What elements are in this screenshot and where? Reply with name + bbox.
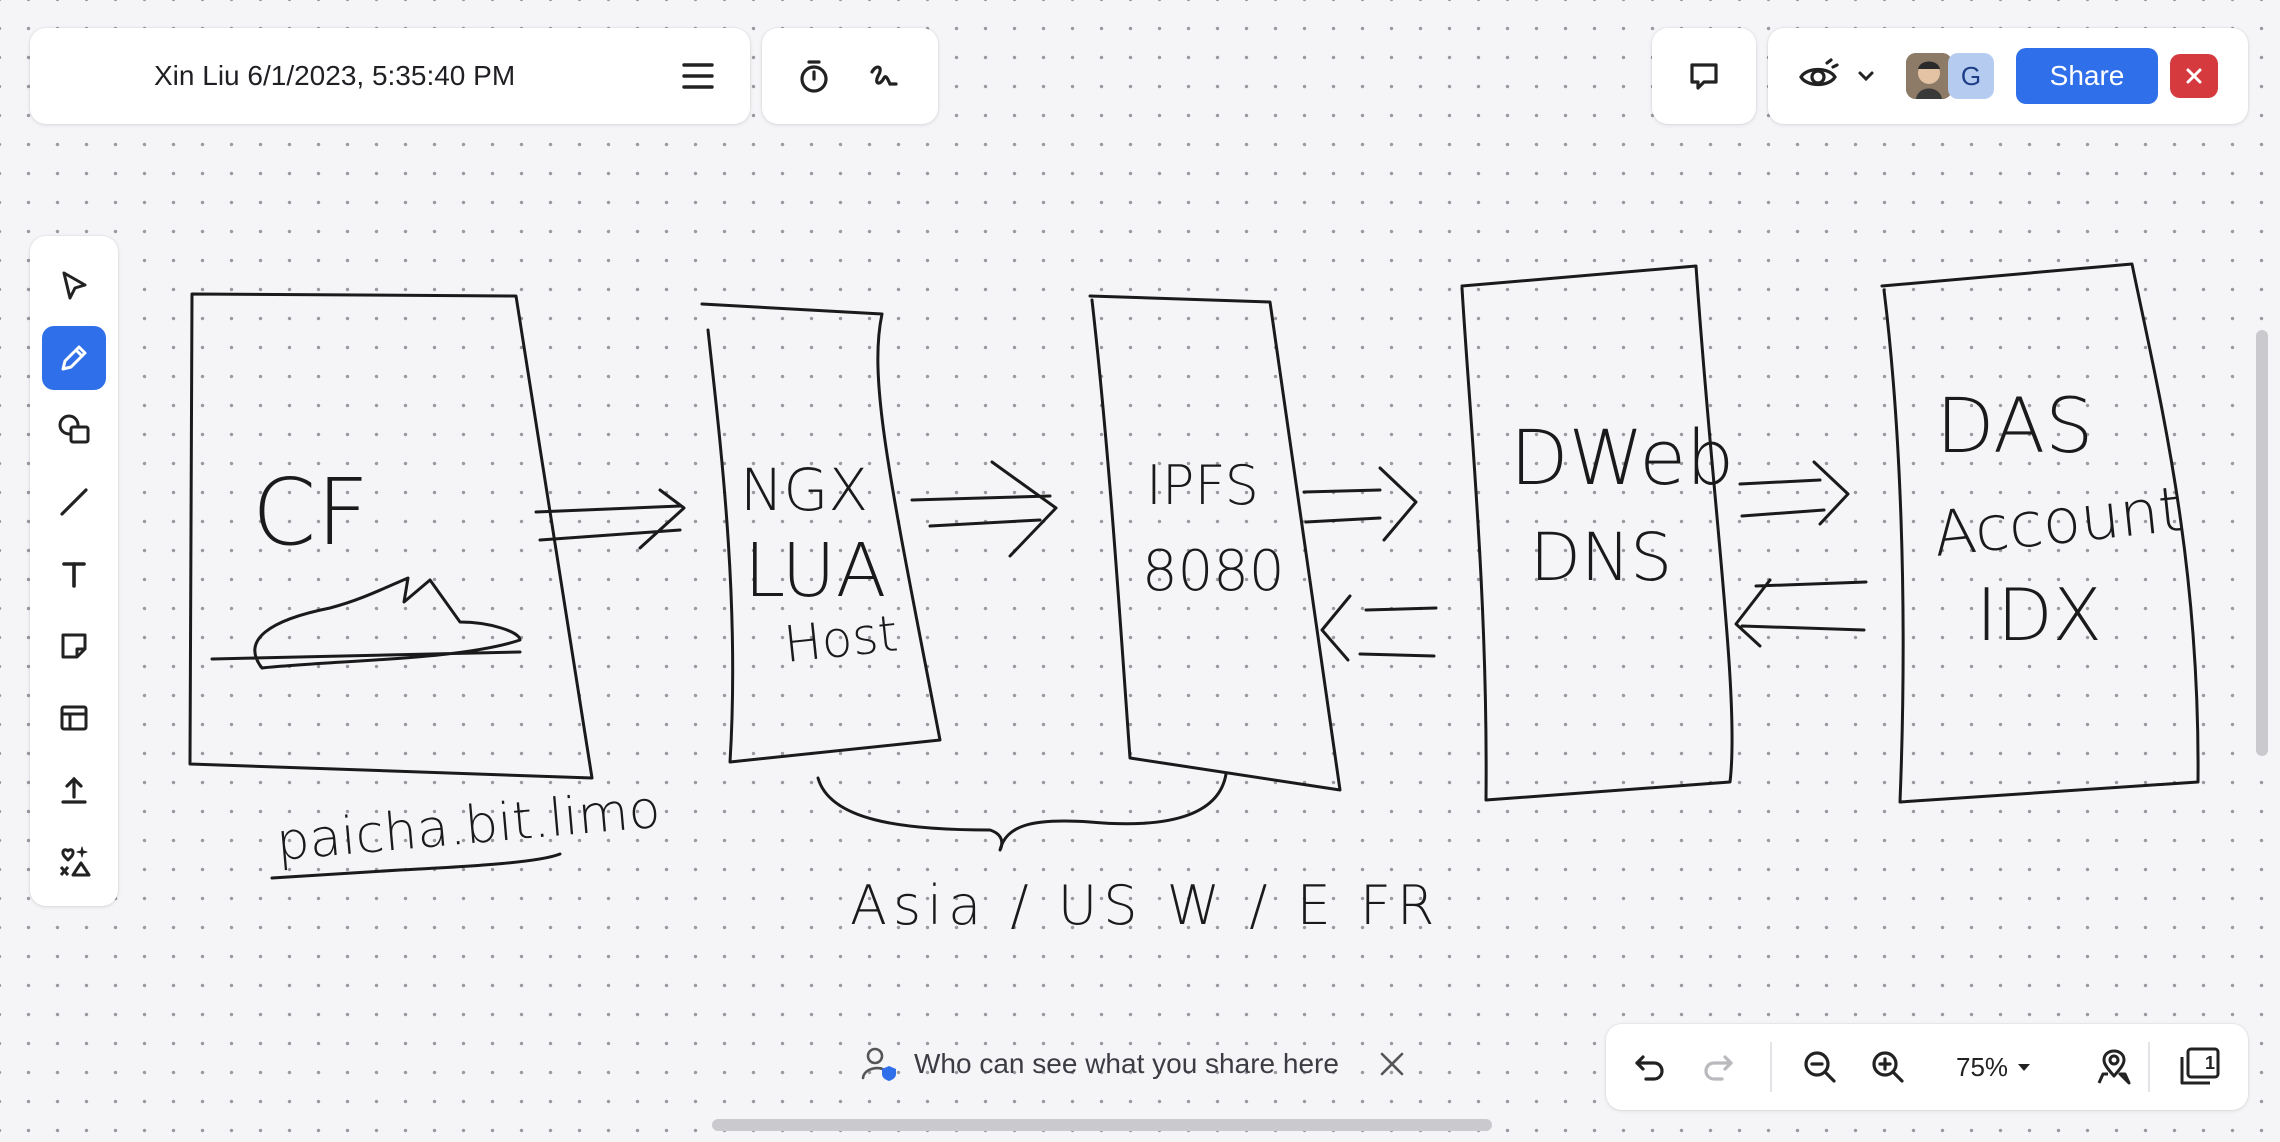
arrow-ipfs-dweb bbox=[1302, 466, 1418, 542]
upload-icon bbox=[61, 776, 87, 804]
page-title[interactable]: Xin Liu 6/1/2023, 5:35:40 PM bbox=[154, 60, 516, 91]
text-tool[interactable] bbox=[42, 542, 106, 606]
box-ngx bbox=[700, 302, 942, 764]
sticky-note-tool[interactable] bbox=[42, 614, 106, 678]
timer-button[interactable] bbox=[790, 52, 838, 100]
ai-tool[interactable] bbox=[42, 830, 106, 894]
select-tool[interactable] bbox=[42, 254, 106, 318]
box-dweb bbox=[1460, 264, 1734, 802]
box-das-line1: DAS bbox=[1936, 381, 2093, 470]
avatar-face-icon bbox=[1906, 53, 1952, 99]
box-ipfs-line1: IPFS bbox=[1146, 454, 1259, 517]
comment-button[interactable] bbox=[1680, 52, 1728, 100]
region-brace bbox=[816, 772, 1228, 852]
zoom-in-button[interactable] bbox=[1864, 1043, 1912, 1091]
zoom-level-dropdown[interactable]: 75% bbox=[1956, 1043, 2032, 1091]
collab-panel: G Share bbox=[1768, 28, 2248, 124]
line-tool[interactable] bbox=[42, 470, 106, 534]
toolbar-divider bbox=[1770, 1042, 1772, 1092]
line-icon bbox=[60, 488, 88, 516]
layout-icon bbox=[60, 705, 88, 731]
box-ngx-line2: LUA bbox=[744, 528, 886, 614]
top-tools-panel bbox=[762, 28, 938, 124]
close-icon bbox=[1380, 1052, 1404, 1076]
sticky-note-icon bbox=[61, 633, 87, 659]
redo-icon bbox=[1704, 1055, 1733, 1081]
upload-tool[interactable] bbox=[42, 758, 106, 822]
pages-count: 1 bbox=[2205, 1053, 2216, 1073]
map-pin-icon bbox=[2097, 1049, 2131, 1085]
horizontal-scrollbar[interactable] bbox=[712, 1119, 1492, 1131]
caret-down-icon bbox=[2018, 1064, 2031, 1071]
zoom-in-icon bbox=[1872, 1051, 1904, 1083]
bottom-toolbar: 75% 1 bbox=[1606, 1024, 2248, 1110]
visibility-button[interactable] bbox=[1794, 52, 1842, 100]
arrow-dweb-das bbox=[1738, 460, 1850, 526]
regions-label: Asia / US W / E FR bbox=[850, 874, 1440, 937]
freehand-button[interactable] bbox=[860, 52, 908, 100]
zoom-out-button[interactable] bbox=[1796, 1043, 1844, 1091]
notice-close-button[interactable] bbox=[1377, 1049, 1407, 1079]
text-icon bbox=[62, 562, 86, 588]
box-das-line2: Account bbox=[1930, 472, 2187, 571]
menu-button[interactable] bbox=[678, 56, 718, 96]
share-button[interactable]: Share bbox=[2016, 48, 2158, 104]
arrow-ngx-ipfs bbox=[910, 460, 1058, 558]
sparkle-shapes-icon bbox=[59, 846, 91, 877]
close-icon bbox=[2186, 68, 2202, 84]
title-panel: Xin Liu 6/1/2023, 5:35:40 PM bbox=[30, 28, 750, 124]
undo-icon bbox=[1635, 1055, 1664, 1081]
arrow-das-dweb bbox=[1734, 578, 1868, 648]
share-notice: Who can see what you share here bbox=[860, 1036, 1407, 1092]
cursor-icon bbox=[62, 271, 87, 300]
left-toolbar bbox=[30, 236, 118, 906]
hamburger-icon bbox=[682, 63, 714, 89]
box-dweb-line2: DNS bbox=[1530, 519, 1672, 596]
shapes-icon bbox=[58, 414, 90, 444]
cf-cloud-sketch bbox=[210, 576, 522, 670]
freehand-icon bbox=[870, 65, 898, 86]
chevron-down-icon bbox=[1858, 71, 1874, 82]
url-underline bbox=[270, 852, 562, 880]
shapes-tool[interactable] bbox=[42, 398, 106, 462]
pages-icon bbox=[2180, 1047, 2220, 1085]
pages-button[interactable]: 1 bbox=[2172, 1043, 2228, 1091]
box-ngx-line3: Host bbox=[781, 604, 900, 674]
zoom-level-value: 75% bbox=[1956, 1051, 2009, 1082]
comment-icon bbox=[1690, 63, 1718, 90]
locate-button[interactable] bbox=[2090, 1043, 2138, 1091]
comment-panel bbox=[1652, 28, 1756, 124]
zoom-out-icon bbox=[1804, 1051, 1836, 1083]
guest-avatar[interactable]: G bbox=[1948, 53, 1994, 99]
toolbar-divider bbox=[2148, 1042, 2150, 1092]
undo-button[interactable] bbox=[1626, 1043, 1674, 1091]
template-tool[interactable] bbox=[42, 686, 106, 750]
box-cf-url: paicha.bit.limo bbox=[274, 780, 663, 873]
close-button[interactable] bbox=[2170, 54, 2218, 98]
box-dweb-line1: DWeb bbox=[1510, 413, 1734, 502]
box-ipfs bbox=[1088, 294, 1342, 792]
share-notice-text: Who can see what you share here bbox=[914, 1048, 1339, 1079]
arrow-dweb-ipfs bbox=[1320, 594, 1438, 662]
box-cf-label: CF bbox=[252, 459, 369, 566]
vertical-scrollbar[interactable] bbox=[2256, 330, 2268, 756]
box-ipfs-line2: 8080 bbox=[1142, 539, 1285, 604]
box-das bbox=[1880, 262, 2200, 804]
visibility-dropdown[interactable] bbox=[1848, 52, 1884, 100]
box-das-line3: IDX bbox=[1976, 573, 2102, 657]
arrow-cf-ngx bbox=[534, 488, 686, 550]
user-avatar[interactable] bbox=[1906, 53, 1952, 99]
eye-icon bbox=[1799, 58, 1839, 87]
redo-button[interactable] bbox=[1694, 1043, 1742, 1091]
pen-tool[interactable] bbox=[42, 326, 106, 390]
box-cf bbox=[188, 292, 594, 780]
timer-icon bbox=[800, 60, 828, 93]
box-ngx-line1: NGX bbox=[740, 456, 868, 524]
pencil-icon bbox=[61, 345, 87, 371]
privacy-user-icon bbox=[861, 1047, 896, 1081]
